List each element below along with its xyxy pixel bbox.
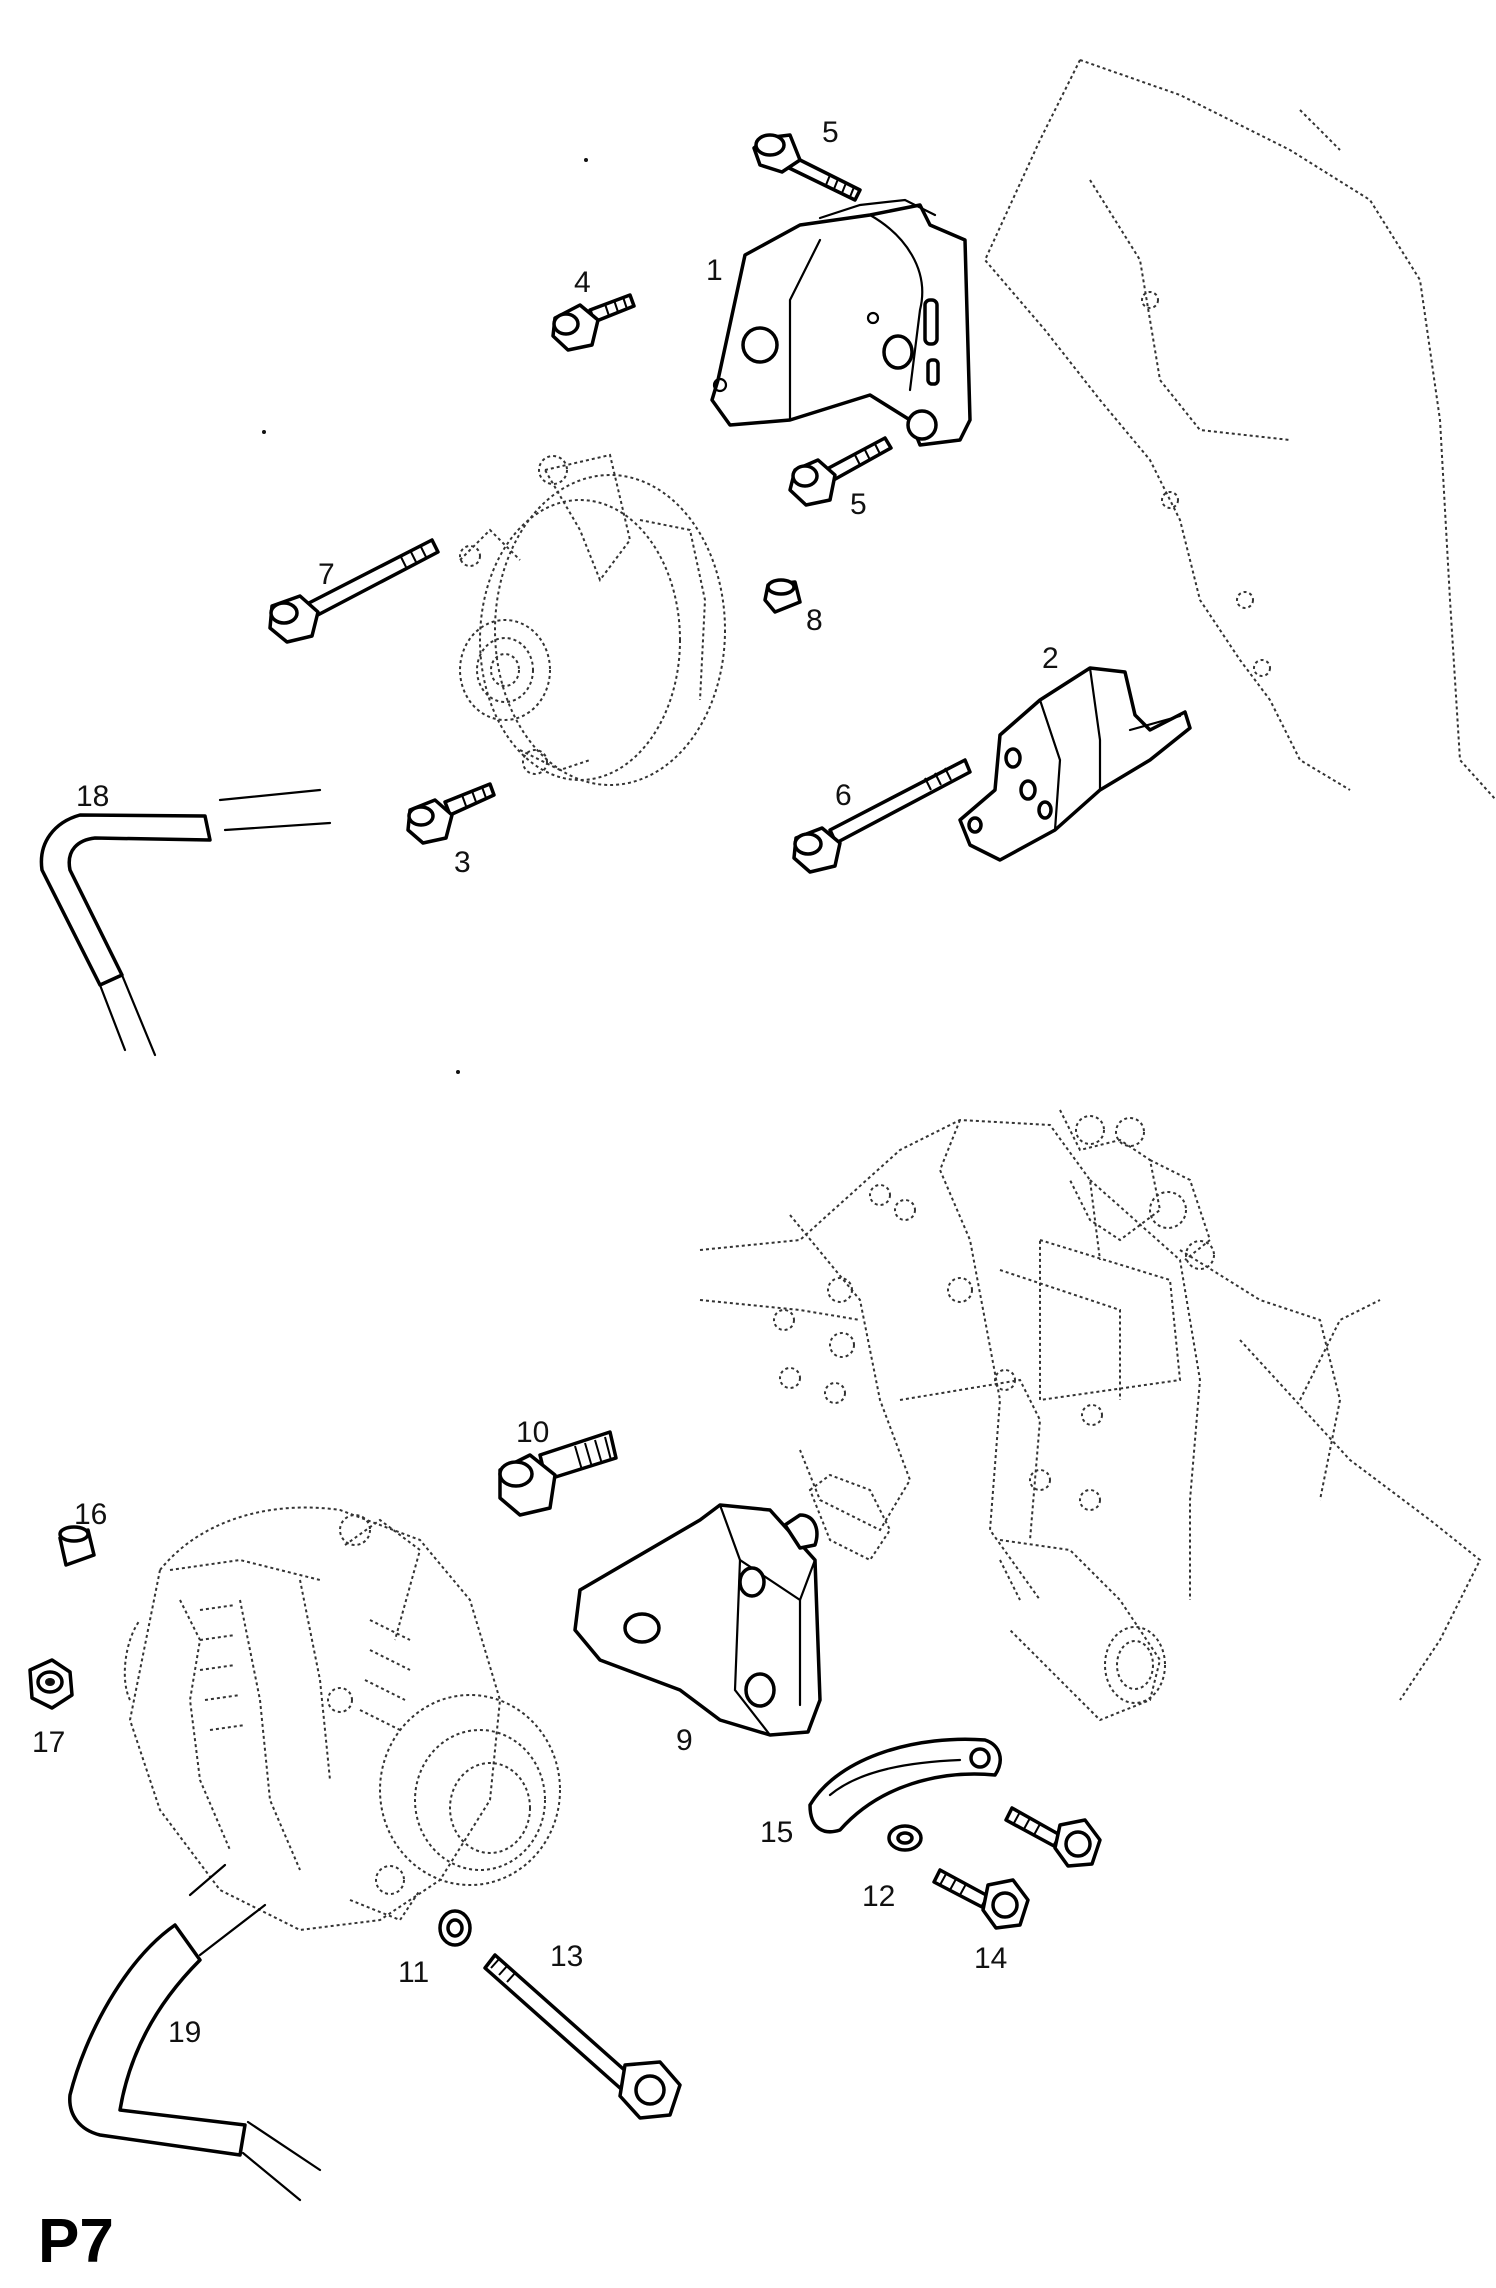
callout-5-upper: 5 xyxy=(822,116,839,149)
callout-17: 17 xyxy=(32,1726,65,1759)
bolt-13 xyxy=(483,1953,682,2120)
callout-18: 18 xyxy=(76,780,109,813)
support-bracket-2 xyxy=(958,666,1192,862)
callout-13: 13 xyxy=(550,1940,583,1973)
callout-12: 12 xyxy=(862,1880,895,1913)
callout-6: 6 xyxy=(835,779,852,812)
washer-12 xyxy=(887,1824,923,1852)
bolt-5-lower xyxy=(788,436,893,507)
washer-11 xyxy=(438,1909,472,1947)
bolt-6 xyxy=(792,758,972,874)
callout-3: 3 xyxy=(454,846,471,879)
callout-9: 9 xyxy=(676,1724,693,1757)
callout-16: 16 xyxy=(74,1498,107,1531)
alternator-top xyxy=(459,453,726,786)
callout-19: 19 xyxy=(168,2016,201,2049)
mounting-bracket-9 xyxy=(573,1503,822,1737)
callout-15: 15 xyxy=(760,1816,793,1849)
bolt-10 xyxy=(498,1430,618,1517)
drive-belt-18 xyxy=(39,788,332,1057)
callout-8: 8 xyxy=(806,604,823,637)
strap-bolt xyxy=(1004,1806,1102,1868)
spacer-8 xyxy=(763,578,802,614)
bolt-4 xyxy=(551,293,636,352)
bolt-3 xyxy=(406,782,496,845)
callout-5-lower: 5 xyxy=(850,488,867,521)
engine-block-bottom-outline xyxy=(699,1109,1482,1722)
bolt-7 xyxy=(268,538,440,644)
callout-7: 7 xyxy=(318,558,335,591)
callout-2: 2 xyxy=(1042,642,1059,675)
bolt-14 xyxy=(932,1868,1030,1930)
spacer-16 xyxy=(58,1525,96,1567)
callout-14: 14 xyxy=(974,1942,1007,1975)
engine-block-top-outline xyxy=(983,59,1496,801)
callout-10: 10 xyxy=(516,1416,549,1449)
alternator-bottom xyxy=(123,1506,561,1932)
drive-belt-19 xyxy=(68,1863,322,2202)
callout-4: 4 xyxy=(574,266,591,299)
callout-11: 11 xyxy=(398,1956,429,1989)
bolt-5-upper xyxy=(752,133,862,202)
callout-1: 1 xyxy=(706,254,723,287)
plate-label: P7 xyxy=(38,2207,114,2276)
adjusting-strap-15 xyxy=(808,1737,1002,1834)
support-bracket-1 xyxy=(710,198,972,447)
nut-17 xyxy=(28,1658,74,1710)
